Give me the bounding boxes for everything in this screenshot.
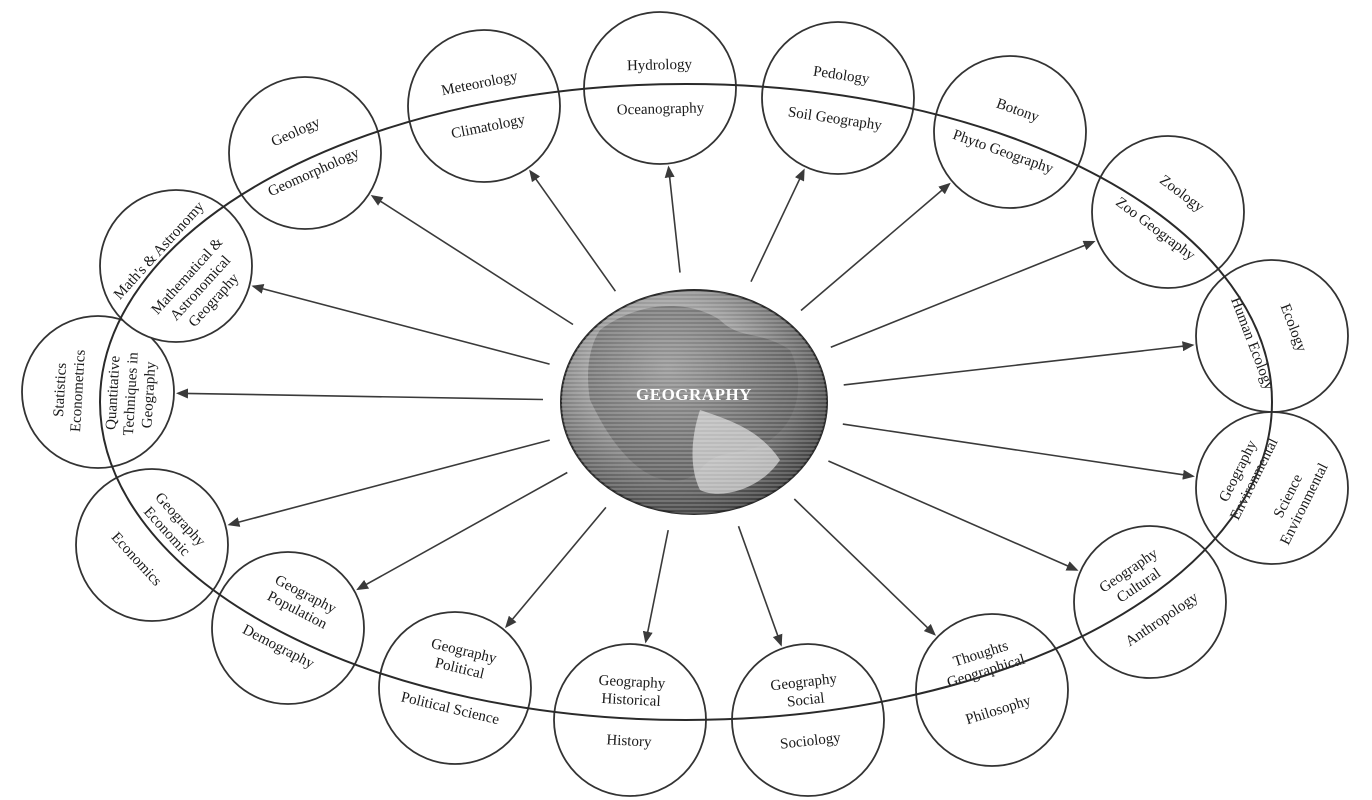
bubble-circle — [1091, 135, 1245, 289]
inner-geography-branch-label: Oceanography — [617, 100, 705, 118]
relation-arrow — [793, 498, 936, 636]
bubble-circle — [99, 189, 253, 343]
outer-discipline-label: Hydrology — [627, 57, 693, 75]
relation-arrow — [828, 460, 1079, 571]
bubble-circle — [761, 21, 915, 175]
bubble-circle — [933, 55, 1087, 209]
relation-arrow — [842, 423, 1195, 480]
relation-arrow — [176, 388, 544, 401]
bubble-circle — [75, 468, 229, 622]
relation-arrow — [800, 182, 951, 312]
relation-arrow — [370, 195, 574, 326]
bubble-circle — [1195, 411, 1349, 565]
inner-geography-branch-label: Social — [786, 691, 825, 711]
relation-arrows — [176, 165, 1195, 647]
relation-arrow — [505, 506, 607, 629]
globe-title: GEOGRAPHY — [636, 385, 752, 404]
relation-arrow — [227, 439, 550, 527]
inner-geography-branch-label: Geography — [598, 673, 666, 692]
subject-bubble: EnvironmentalScienceEnvironmentalGeograp… — [1195, 411, 1349, 565]
outer-discipline-label: History — [606, 732, 652, 750]
inner-geography-branch-label: Geography — [139, 361, 159, 429]
inner-geography-branch-label: Geography — [770, 671, 839, 694]
relation-arrow — [664, 165, 681, 273]
relation-arrow — [843, 341, 1195, 386]
bubble-circle — [211, 551, 365, 705]
bubble-circle — [407, 29, 561, 183]
boundary-ring — [99, 83, 1273, 721]
inner-geography-branch-label: Techniques in — [121, 351, 142, 436]
bubble-circle — [915, 613, 1069, 767]
bubble-circle — [228, 76, 382, 230]
relation-arrow — [737, 525, 783, 647]
relation-arrow — [642, 529, 669, 644]
relation-arrow — [251, 284, 550, 365]
relation-arrow — [356, 471, 568, 591]
geography-globe: GEOGRAPHY — [560, 289, 828, 515]
bubble-circle — [1073, 525, 1227, 679]
outer-discipline-label: Statistics — [51, 362, 70, 417]
outer-discipline-label: Sociology — [779, 730, 842, 753]
relation-arrow — [750, 168, 805, 283]
bubble-circle — [378, 611, 532, 765]
subject-bubbles: MeteorologyClimatologyHydrologyOceanogra… — [21, 11, 1349, 797]
inner-geography-branch-label: Quantitative — [103, 355, 123, 430]
outer-discipline-label: Econometrics — [68, 349, 89, 432]
relation-arrow — [830, 240, 1096, 348]
bubble-circle — [21, 315, 175, 469]
inner-geography-branch-label: Historical — [601, 691, 661, 710]
relation-arrow — [529, 169, 617, 292]
bubble-circle — [583, 11, 737, 165]
bubble-circle — [731, 643, 885, 797]
